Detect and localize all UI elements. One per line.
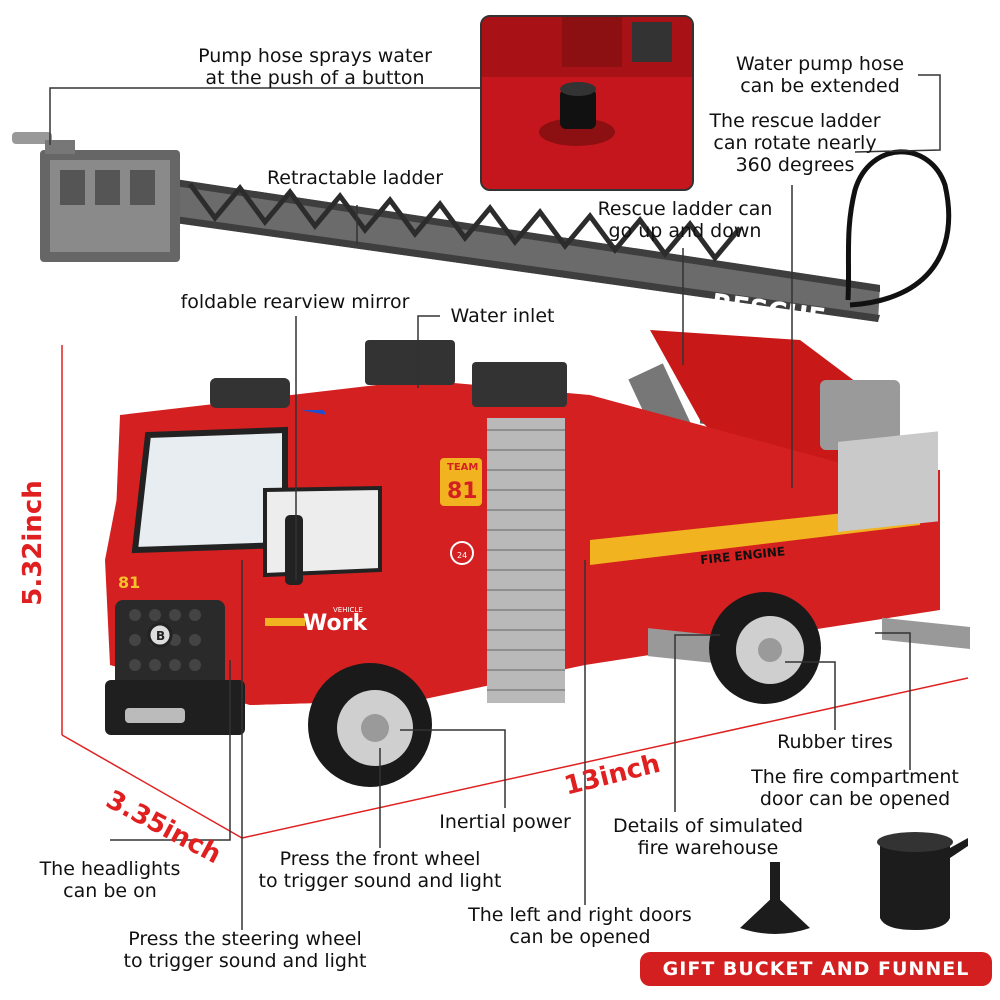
truck-cab: B 81 TEAM 81 24 Work VEHICLE <box>105 410 482 735</box>
gift-badge: GIFT BUCKET AND FUNNEL <box>640 952 992 986</box>
svg-text:81: 81 <box>447 479 478 504</box>
svg-text:B: B <box>156 629 165 643</box>
dimension-lines <box>61 345 969 839</box>
gift-bucket-funnel <box>740 832 968 934</box>
svg-text:Work: Work <box>303 611 368 636</box>
svg-text:VEHICLE: VEHICLE <box>333 606 363 614</box>
svg-text:24: 24 <box>457 551 467 560</box>
pump-button-inset <box>480 15 694 191</box>
ladder-basket <box>12 132 180 262</box>
label-inertial-power: Inertial power <box>439 811 571 833</box>
water-hose <box>845 149 952 308</box>
rear-wheel <box>709 592 821 704</box>
label-retractable-ladder: Retractable ladder <box>266 167 444 189</box>
svg-text:TEAM: TEAM <box>447 462 478 473</box>
label-rubber-tires: Rubber tires <box>777 731 893 753</box>
label-rearview-mirror: foldable rearview mirror <box>180 291 410 313</box>
svg-text:81: 81 <box>118 573 140 592</box>
callout-lines <box>49 74 941 930</box>
label-water-inlet: Water inlet <box>450 305 555 327</box>
retractable-ladder: RESCUE <box>168 178 880 447</box>
dimension-height: 5.32inch <box>17 480 48 606</box>
front-wheel <box>308 663 432 787</box>
